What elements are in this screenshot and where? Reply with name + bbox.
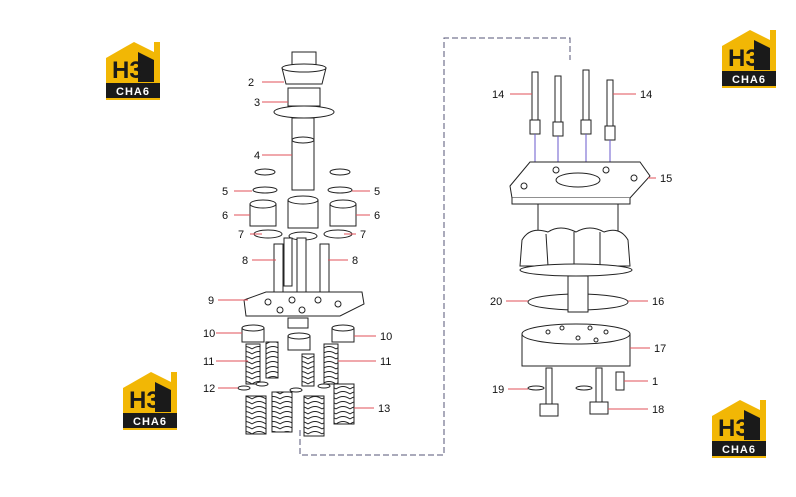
part-9-plate: [243, 291, 365, 317]
part-12-rings: [237, 381, 331, 393]
part-3-flange: [273, 87, 335, 119]
part-20-shaft: [567, 275, 589, 313]
callout-4: 4: [254, 150, 260, 162]
logo-sub-text: CHA6: [732, 74, 766, 86]
brand-logo-bottom-right: H3 CHA6: [704, 396, 776, 462]
callout-19: 19: [492, 384, 504, 396]
callout-15: 15: [660, 173, 672, 185]
callout-20: 20: [490, 296, 502, 308]
callout-8-left: 8: [242, 255, 248, 267]
callout-9: 9: [208, 295, 214, 307]
callout-16: 16: [652, 296, 664, 308]
callout-1: 1: [652, 376, 658, 388]
part-17-base: [521, 323, 631, 367]
part-13-springs: [245, 383, 355, 437]
part-19-orings: [527, 385, 593, 391]
callout-17: 17: [654, 343, 666, 355]
logo-sub-text: CHA6: [116, 86, 150, 98]
logo-main-text: H3: [718, 415, 749, 442]
logo-main-text: H3: [728, 45, 759, 72]
part-2-nut: [281, 51, 327, 85]
part-4-shaft: [291, 117, 315, 191]
callout-labels: 2 3 4 5 5 6 6 7 7 8 8 9 10 10 11 11 12 1…: [203, 77, 672, 416]
callout-11-right: 11: [380, 356, 391, 368]
callout-14-right: 14: [640, 89, 652, 101]
callout-12: 12: [203, 383, 215, 395]
callout-13: 13: [378, 403, 390, 415]
part-6-bushings: [249, 195, 357, 229]
part-1-pin: [615, 371, 625, 391]
part-7-discs: [253, 229, 353, 241]
callout-2: 2: [248, 77, 254, 89]
assembly-link-line: [299, 37, 571, 456]
part-5-washers: [252, 168, 353, 194]
callout-5-right: 5: [374, 186, 380, 198]
callout-8-right: 8: [352, 255, 358, 267]
leader-lines: [216, 81, 656, 410]
part-8-pins: [273, 237, 330, 295]
part-10-caps: [241, 317, 355, 351]
callout-7-right: 7: [360, 229, 366, 241]
callout-6-left: 6: [222, 210, 228, 222]
callout-7-left: 7: [238, 229, 244, 241]
part-11-springs: [245, 341, 339, 387]
callout-18: 18: [652, 404, 664, 416]
part-18-screws: [539, 367, 609, 417]
callout-10-left: 10: [203, 328, 215, 340]
callout-6-right: 6: [374, 210, 380, 222]
part-15-cover: [509, 161, 651, 277]
callout-11-left: 11: [203, 356, 214, 368]
callout-5-left: 5: [222, 186, 228, 198]
callout-14-left: 14: [492, 89, 504, 101]
brand-logo-top-right: H3 CHA6: [714, 26, 786, 92]
brand-logo-bottom-left: H3 CHA6: [115, 368, 187, 434]
callout-10-right: 10: [380, 331, 392, 343]
logo-main-text: H3: [112, 57, 143, 84]
brand-logo-top-left: H3 CHA6: [98, 38, 170, 104]
logo-sub-text: CHA6: [133, 416, 167, 428]
callout-3: 3: [254, 97, 260, 109]
logo-main-text: H3: [129, 387, 160, 414]
logo-sub-text: CHA6: [722, 444, 756, 456]
part-14-bolts: [529, 69, 616, 141]
